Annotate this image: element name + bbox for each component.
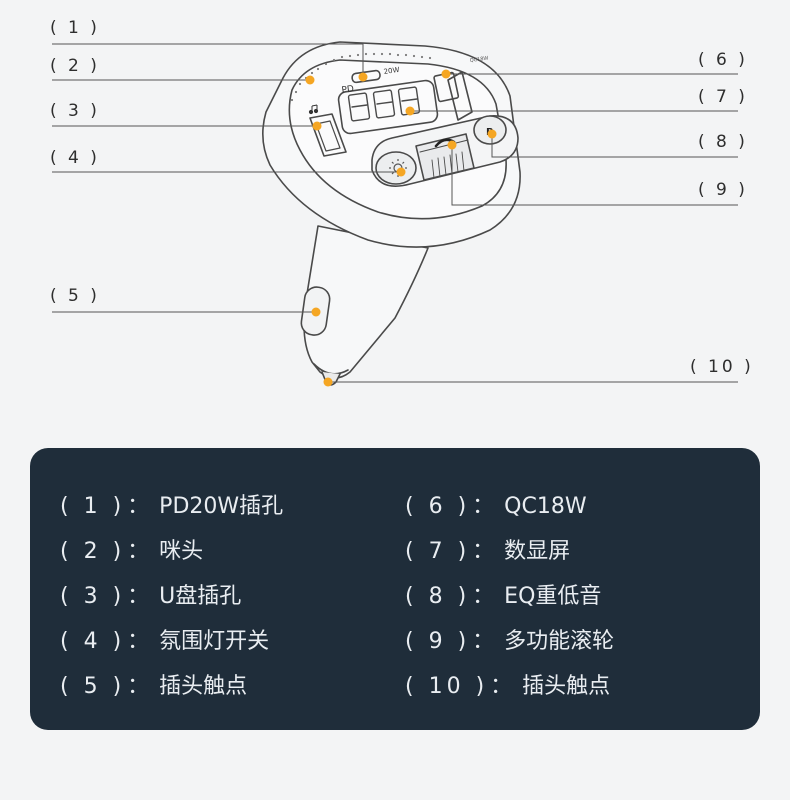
product-diagram: PD 20W QC18W B bbox=[50, 18, 754, 387]
callout-label-5: ( 5 ) bbox=[50, 286, 100, 306]
marker-3 bbox=[312, 121, 322, 131]
marker-6 bbox=[441, 69, 451, 79]
leader-lines bbox=[52, 43, 738, 383]
legend-item-3: ( 3 )：U盘插孔 bbox=[60, 584, 242, 609]
legend-item-4: ( 4 )：氛围灯开关 bbox=[60, 629, 270, 654]
callout-label-4: ( 4 ) bbox=[50, 148, 100, 168]
callout-label-1: ( 1 ) bbox=[50, 18, 100, 38]
marker-1 bbox=[358, 72, 368, 82]
marker-10 bbox=[323, 377, 333, 387]
callout-label-3: ( 3 ) bbox=[50, 101, 100, 121]
callout-label-7: ( 7 ) bbox=[698, 87, 748, 107]
marker-2 bbox=[305, 75, 315, 85]
pd-marking: PD bbox=[341, 84, 355, 96]
callout-label-2: ( 2 ) bbox=[50, 56, 100, 76]
pd20w-port bbox=[351, 69, 381, 84]
legend-panel: ( 1 )：PD20W插孔 ( 2 )：咪头 ( 3 )：U盘插孔 ( 4 )：… bbox=[30, 448, 760, 730]
ambient-light-button bbox=[375, 151, 417, 185]
legend-item-7: ( 7 )：数显屏 bbox=[405, 539, 571, 564]
marker-9 bbox=[447, 140, 457, 150]
digital-display bbox=[337, 79, 439, 135]
legend-item-1: ( 1 )：PD20W插孔 bbox=[60, 494, 284, 519]
music-note-icon bbox=[308, 104, 319, 115]
legend-item-9: ( 9 )：多功能滚轮 bbox=[405, 629, 615, 654]
qc-marking: QC18W bbox=[469, 55, 488, 64]
microphone-grille bbox=[290, 52, 432, 102]
callout-label-9: ( 9 ) bbox=[698, 180, 748, 200]
usb-port bbox=[309, 113, 347, 157]
legend-item-6: ( 6 )：QC18W bbox=[405, 494, 587, 519]
legend-item-5: ( 5 )：插头触点 bbox=[60, 674, 248, 699]
callout-label-8: ( 8 ) bbox=[698, 132, 748, 152]
marker-4 bbox=[396, 167, 406, 177]
legend-item-10: ( 10 )：插头触点 bbox=[405, 674, 611, 699]
legend-item-2: ( 2 )：咪头 bbox=[60, 539, 204, 564]
pd-watt-marking: 20W bbox=[383, 66, 400, 76]
multifunction-wheel bbox=[415, 133, 475, 181]
marker-7 bbox=[405, 106, 415, 116]
callout-label-10: ( 10 ) bbox=[690, 357, 754, 377]
car-charger-illustration: PD 20W QC18W B bbox=[52, 41, 738, 387]
marker-8 bbox=[487, 129, 497, 139]
marker-dots bbox=[305, 69, 497, 387]
marker-5 bbox=[311, 307, 321, 317]
callout-label-6: ( 6 ) bbox=[698, 50, 748, 70]
legend-item-8: ( 8 )：EQ重低音 bbox=[405, 584, 602, 609]
